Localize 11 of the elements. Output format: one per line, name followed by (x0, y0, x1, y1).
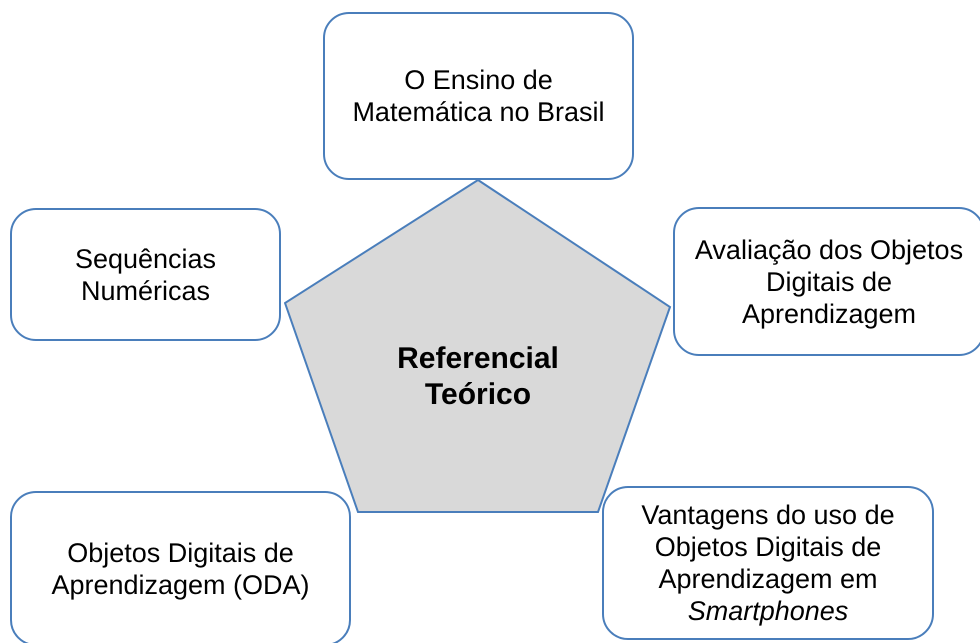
topic-box (323, 12, 634, 180)
topic-text: Avaliação dos Objetos Digitais de Aprendizagem (694, 234, 964, 330)
topic-box (10, 208, 281, 341)
topic-box (673, 207, 980, 356)
topic-box (10, 491, 351, 643)
topic-text: Vantagens do uso de Objetos Digitais de Aprendizagem em Smartphones (640, 499, 896, 627)
topic-text: Sequências Numéricas (74, 242, 218, 306)
topic-text: O Ensino de Matemática no Brasil (351, 64, 606, 128)
topic-text: Objetos Digitais de Aprendizagem (ODA) (50, 536, 311, 600)
title-text: Referencial Teórico (396, 340, 560, 412)
topic-box (602, 486, 934, 640)
